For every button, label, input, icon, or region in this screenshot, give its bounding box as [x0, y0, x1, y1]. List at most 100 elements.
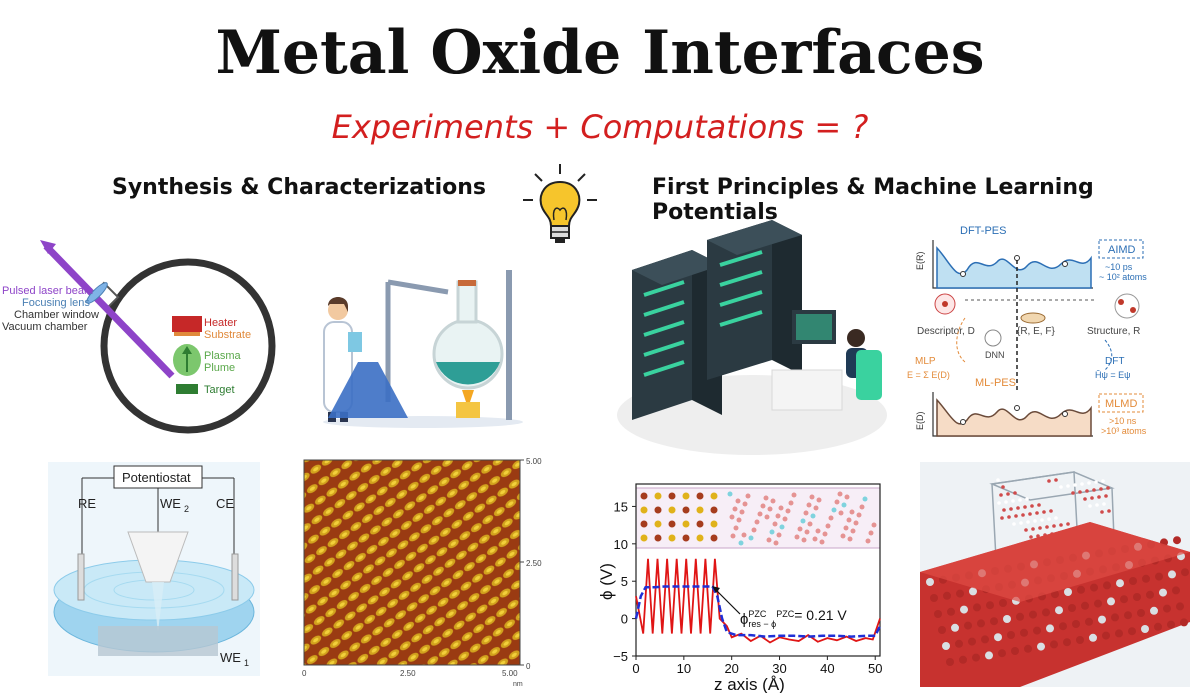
x-tick-label: 30: [772, 661, 786, 676]
water-atom: [1018, 498, 1022, 502]
slab-atom: [1168, 570, 1176, 579]
slab-atom: [985, 651, 993, 660]
label-vacuum-chamber: Vacuum chamber: [2, 321, 88, 333]
label-mlp: MLP: [915, 356, 936, 367]
y-tick-label: 15: [614, 499, 628, 514]
sample-surface: [98, 626, 218, 656]
water-atom: [729, 514, 735, 520]
water-atom: [813, 505, 819, 511]
water-atom: [788, 500, 794, 506]
label-dnn: DNN: [985, 350, 1005, 360]
water-atom: [754, 519, 760, 525]
mlmd-box: [1098, 393, 1144, 413]
slab-atom: [1064, 588, 1072, 596]
water-atom: [809, 494, 815, 500]
water-atom: [1102, 502, 1106, 506]
water-atom: [1100, 510, 1104, 514]
slab-atom: [1046, 624, 1054, 633]
atom: [640, 534, 648, 542]
burner-icon: [456, 402, 480, 418]
label-mlmd-time: >10 ns: [1109, 416, 1137, 426]
slab-atom: [1068, 604, 1076, 612]
slab-atom: [1163, 604, 1171, 613]
water-atom: [1004, 500, 1008, 504]
aimd-box: [1098, 239, 1144, 259]
water-atom: [1071, 491, 1075, 495]
water-atom: [733, 525, 739, 531]
label-heater: Heater: [204, 317, 237, 329]
water-atom: [1014, 514, 1018, 518]
water-atom: [1009, 507, 1013, 511]
slab-atom: [968, 637, 976, 646]
slab-atom: [981, 635, 989, 644]
slab-atom: [990, 617, 998, 626]
slab-atom: [1155, 572, 1163, 581]
clipboard-icon: [348, 332, 362, 352]
water-atom: [730, 533, 736, 539]
counter-electrode: [231, 553, 239, 601]
slab-atom: [1107, 597, 1115, 606]
slab-atom: [1116, 579, 1124, 588]
water-atom: [751, 527, 757, 533]
water-atom: [1013, 491, 1017, 495]
label-plume: Plume: [204, 362, 235, 374]
label-y-bottom: E(D): [915, 412, 925, 431]
slab-atom: [934, 610, 942, 618]
slab-atom: [1055, 606, 1063, 615]
water-atom: [1045, 525, 1049, 529]
water-atom: [856, 512, 862, 518]
stm-tick-zero: 0: [526, 662, 531, 671]
x-tick-label: 40: [820, 661, 834, 676]
slab-atom: [1124, 611, 1132, 620]
label-structure: Structure, R: [1087, 326, 1140, 337]
atom: [668, 534, 676, 542]
water-atom: [1011, 499, 1015, 503]
atom: [654, 492, 662, 500]
water-atom: [735, 498, 741, 504]
atom: [640, 520, 648, 528]
label-we2: WE: [160, 496, 181, 511]
water-atom: [1030, 504, 1034, 508]
water-atom: [1066, 522, 1070, 526]
water-atom: [1033, 519, 1037, 523]
water-atom: [745, 493, 751, 499]
label-we1-sub: 1: [244, 658, 249, 668]
slab-atom: [1003, 615, 1011, 623]
water-atom: [810, 513, 816, 519]
slab-atom: [1089, 633, 1097, 642]
stm-tick-mid: 2.50: [526, 559, 542, 568]
slab-atom: [1072, 620, 1080, 628]
water-atom: [850, 528, 856, 534]
water-atom: [1094, 480, 1098, 484]
water-atom: [764, 514, 770, 520]
water-atom: [804, 529, 810, 535]
ec-stm-diagram: Potentiostat RE WE 2 CE WE 1: [48, 462, 260, 676]
water-atom: [803, 510, 809, 516]
label-target: Target: [204, 384, 235, 396]
water-atom: [776, 532, 782, 538]
label-descriptor: Descriptor, D: [917, 326, 975, 337]
water-atom: [1026, 520, 1030, 524]
water-atom: [1085, 489, 1089, 493]
slab-atom: [926, 578, 934, 586]
atom: [654, 534, 662, 542]
slab-atom: [973, 603, 981, 612]
water-atom: [996, 478, 1000, 482]
server-rack-right: [707, 220, 802, 380]
water-atom: [1035, 511, 1039, 515]
atom: [682, 506, 690, 514]
slab-atom: [1020, 628, 1028, 637]
atom: [710, 506, 718, 514]
slab-atom: [1007, 631, 1015, 639]
stm-x-mid: 2.50: [400, 669, 416, 678]
atom: [710, 534, 718, 542]
water-atom: [1052, 524, 1056, 528]
slab-atom: [1180, 618, 1188, 627]
label-dft-pes: DFT-PES: [960, 225, 1006, 237]
slab-atom: [943, 591, 951, 600]
series-blue-line: [634, 585, 882, 638]
slab-atom: [1141, 625, 1149, 633]
water-atom: [849, 509, 855, 515]
